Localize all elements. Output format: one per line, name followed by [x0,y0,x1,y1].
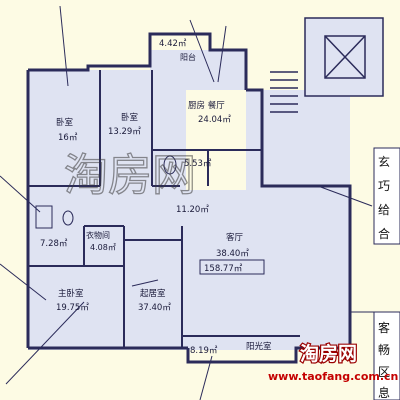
stairwell [270,17,384,113]
toilet-icon [62,210,74,226]
note-upper-1: 玄 [378,154,390,169]
note-upper-3: 给 [378,203,390,217]
sun-room-area: 8.19㎡ [190,346,218,356]
bedroom-mid-name: 卧室 [121,112,139,123]
brand-logo: 淘房网 www.taofang.com.cn [268,341,398,383]
lounge-name: 起居室 [140,288,166,299]
note-upper-2: 巧 [378,179,390,193]
note-lower-3: 区 [378,365,390,379]
side-notes-upper: 玄 巧 给 合 [373,147,400,245]
living-name: 客厅 [226,232,244,243]
storage-area: 4.08㎡ [90,243,116,252]
bedroom-mid-area: 13.29㎡ [108,127,141,137]
bath2-area: 7.28㎡ [40,239,68,249]
balcony-top-name: 阳台 [180,52,196,62]
master-area: 19.75㎡ [56,303,89,313]
shower-icon [35,205,53,229]
storage-name: 衣物间 [86,230,110,240]
toilet-icon [163,155,177,175]
total-area: 158.77㎡ [204,264,243,274]
pointer-lines [0,5,378,400]
side-notes-lower: 客 畅 区 息 [373,311,400,400]
total-area-box [199,259,265,275]
brand-url: www.taofang.com.cn [268,370,398,383]
bath-area: 5.53㎡ [184,159,212,169]
note-lower-2: 畅 [378,343,390,357]
kitchen-dining-area: 24.04㎡ [198,115,231,125]
lounge-area: 37.40㎡ [138,303,171,313]
note-upper-4: 合 [378,226,390,241]
brand-name: 淘房网 [300,342,357,365]
corridor-area: 11.20㎡ [176,205,209,215]
note-lower-1: 客 [378,320,390,335]
note-lower-4: 息 [378,385,390,400]
interior-walls [28,70,300,348]
fixtures [35,155,177,229]
bedroom-left-name: 卧室 [56,117,74,128]
bedroom-left-area: 16㎡ [58,133,78,143]
sun-room-name: 阳光室 [246,341,272,352]
watermark-text: 淘房网 [64,150,196,201]
room-labels: 4.42㎡ 阳台 卧室 16㎡ 卧室 13.29㎡ 厨房 餐厅 24.04㎡ 5… [40,39,272,356]
walls [26,32,352,364]
living-area: 38.40㎡ [216,249,249,259]
master-name: 主卧室 [58,288,84,299]
balcony-top-area: 4.42㎡ [159,39,187,49]
kitchen-dining-name: 厨房 餐厅 [188,100,225,111]
